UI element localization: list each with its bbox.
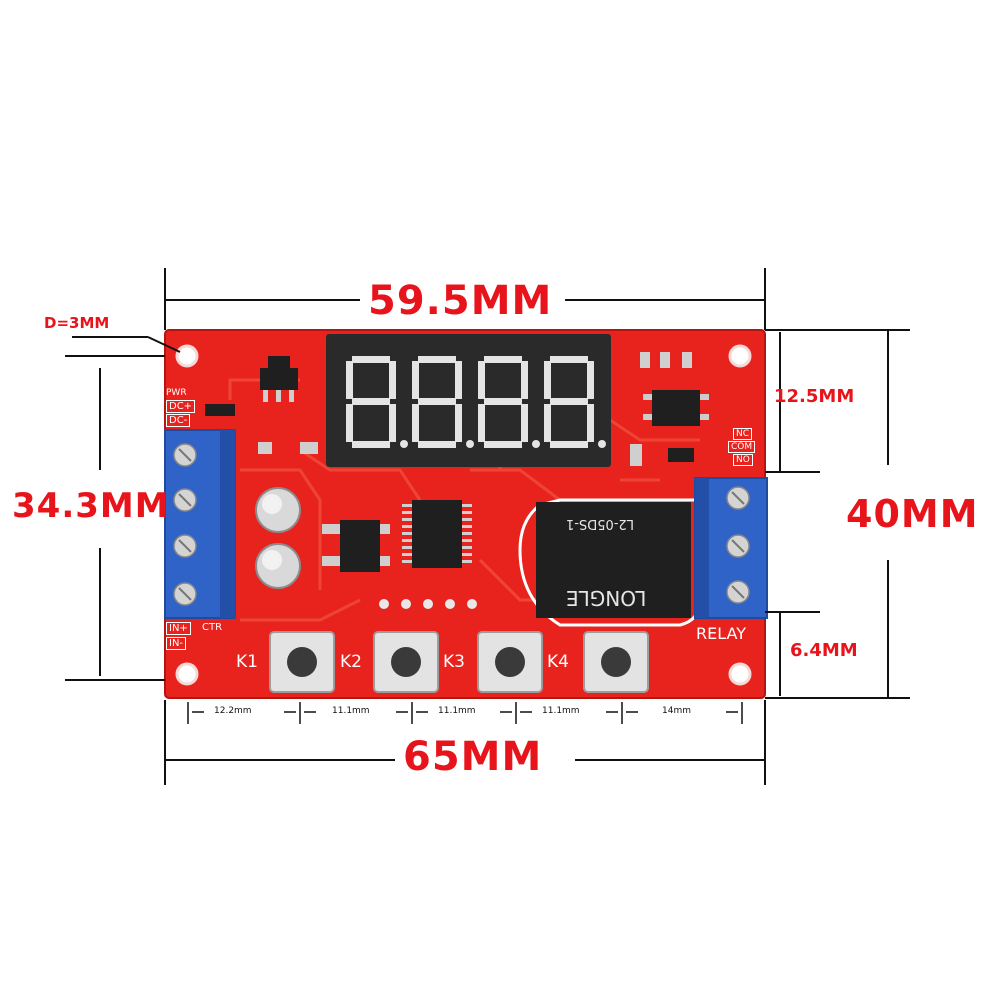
top-right-offset-label: 12.5MM: [774, 386, 855, 407]
smd-component: [640, 352, 650, 368]
dc-plus-label: DC+: [166, 400, 196, 413]
electrolytic-capacitor: [255, 487, 301, 533]
button-label-k3: K3: [443, 652, 465, 672]
relay-model-text: L2-05DS-1: [566, 516, 634, 531]
hole-diameter-label: D=3MM: [44, 314, 110, 332]
bottom-width-label: 65MM: [403, 734, 543, 780]
mount-hole-bottom-right: [728, 662, 752, 686]
seven-segment-display: [326, 334, 611, 467]
spacing-label-1: 12.2mm: [214, 706, 252, 716]
in-minus-label: IN-: [166, 637, 187, 650]
spacing-label-5: 14mm: [662, 706, 691, 716]
mount-hole-top-left: [175, 344, 199, 368]
spacing-label-4: 11.1mm: [542, 706, 580, 716]
relay-terminal-block: [694, 477, 768, 619]
button-label-k2: K2: [340, 652, 362, 672]
relay-com-label: COM: [728, 441, 756, 453]
microcontroller: [402, 500, 472, 568]
programming-pads: [379, 599, 477, 609]
voltage-regulator: [260, 356, 298, 402]
smd-component: [258, 442, 272, 454]
sop-chip: [322, 520, 390, 572]
relay-nc-label: NC: [733, 428, 753, 440]
smd-diode: [205, 404, 235, 416]
mount-hole-top-right: [728, 344, 752, 368]
relay-brand-text: LONGLE: [566, 586, 647, 610]
smd-diode: [668, 448, 694, 462]
relay-no-label: NO: [733, 454, 753, 466]
top-width-label: 59.5MM: [368, 278, 553, 324]
push-button-k3: [477, 631, 543, 693]
smd-component: [682, 352, 692, 368]
right-height-label: 40MM: [846, 492, 979, 536]
smd-component: [630, 444, 642, 466]
in-plus-label: IN+: [166, 622, 191, 635]
input-terminal-block: [164, 429, 236, 619]
left-height-label: 34.3MM: [12, 486, 170, 526]
button-label-k4: K4: [547, 652, 569, 672]
mount-hole-bottom-left: [175, 662, 199, 686]
button-label-k1: K1: [236, 652, 258, 672]
smd-component: [660, 352, 670, 368]
relay-label: RELAY: [696, 624, 746, 643]
spacing-label-2: 11.1mm: [332, 706, 370, 716]
bottom-right-offset-label: 6.4MM: [790, 640, 858, 661]
push-button-k1: [269, 631, 335, 693]
dc-minus-label: DC-: [166, 414, 191, 427]
smd-component: [300, 442, 318, 454]
push-button-k2: [373, 631, 439, 693]
pwr-label: PWR: [166, 388, 187, 398]
electrolytic-capacitor: [255, 543, 301, 589]
relay: [518, 498, 702, 627]
display-digits: [346, 356, 606, 448]
push-button-k4: [583, 631, 649, 693]
ctr-label: CTR: [202, 622, 223, 633]
button-spacing-ruler: [187, 702, 743, 724]
dimension-lines: [65, 268, 910, 785]
spacing-label-3: 11.1mm: [438, 706, 476, 716]
optocoupler: [643, 390, 709, 426]
